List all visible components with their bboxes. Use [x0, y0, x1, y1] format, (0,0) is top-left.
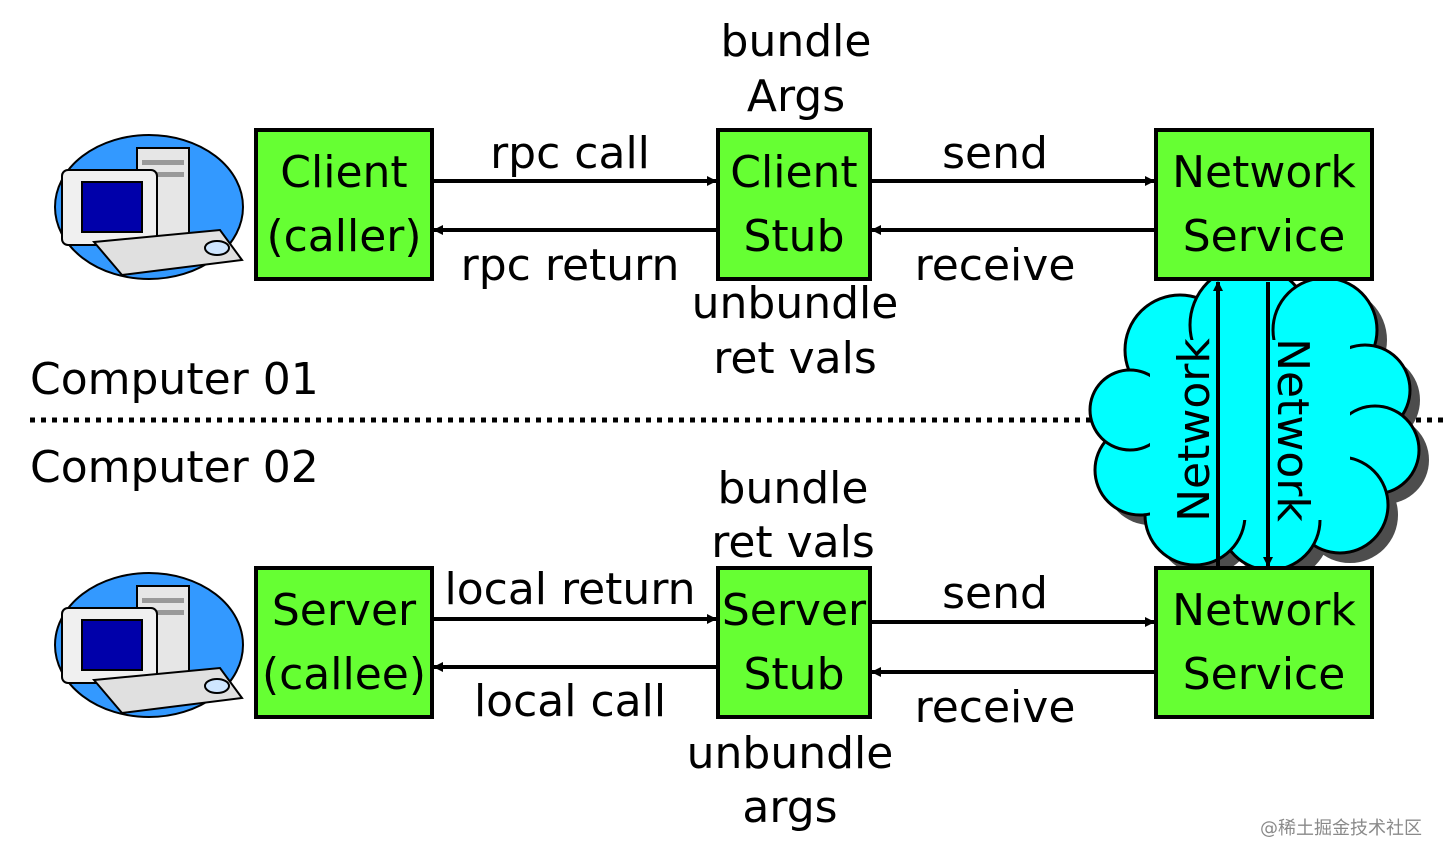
send-label-top: send [942, 128, 1048, 179]
client-caller-box: Client (caller) [254, 128, 434, 281]
bundle-ret-vals-line1: bundle [717, 463, 869, 514]
rpc-return-label: rpc return [460, 240, 680, 291]
unbundle-ret-vals-line2: ret vals [713, 333, 877, 384]
box-line: Stub [743, 648, 845, 700]
network-up-label: Network [1169, 338, 1220, 522]
network-service-box-top: Network Service [1154, 128, 1374, 281]
rpc-call-label: rpc call [490, 128, 650, 179]
bundle-args-line2: Args [746, 71, 846, 122]
local-return-label: local return [444, 564, 696, 615]
unbundle-ret-vals-line1: unbundle [691, 278, 899, 329]
network-cloud [1088, 263, 1429, 580]
client-stub-box: Client Stub [716, 128, 872, 281]
bundle-ret-vals-line2: ret vals [711, 517, 875, 568]
server-callee-box: Server (callee) [254, 566, 434, 719]
unbundle-args-line1: unbundle [686, 728, 894, 779]
box-line: Server [721, 584, 867, 636]
box-line: Server [271, 584, 417, 636]
server-stub-box: Server Stub [716, 566, 872, 719]
box-line: (callee) [261, 648, 427, 700]
computer-icon [54, 572, 244, 718]
send-label-bottom: send [942, 568, 1048, 619]
bundle-args-line1: bundle [720, 16, 872, 67]
box-line: Client [730, 146, 858, 198]
watermark: @稀土掘金技术社区 [1260, 818, 1422, 839]
network-down-label: Network [1267, 338, 1318, 522]
box-line: Client [280, 146, 408, 198]
box-line: (caller) [266, 210, 422, 262]
computer-01-label: Computer 01 [30, 354, 319, 405]
box-line: Network [1172, 584, 1356, 636]
box-line: Stub [743, 210, 845, 262]
network-service-box-bottom: Network Service [1154, 566, 1374, 719]
computer-02-label: Computer 02 [30, 442, 319, 493]
box-line: Network [1172, 146, 1356, 198]
local-call-label: local call [473, 676, 667, 727]
receive-label-top: receive [914, 240, 1076, 291]
box-line: Service [1182, 210, 1346, 262]
computer-icon [54, 134, 244, 280]
box-line: Service [1182, 648, 1346, 700]
unbundle-args-line2: args [742, 782, 838, 833]
receive-label-bottom: receive [914, 682, 1076, 733]
